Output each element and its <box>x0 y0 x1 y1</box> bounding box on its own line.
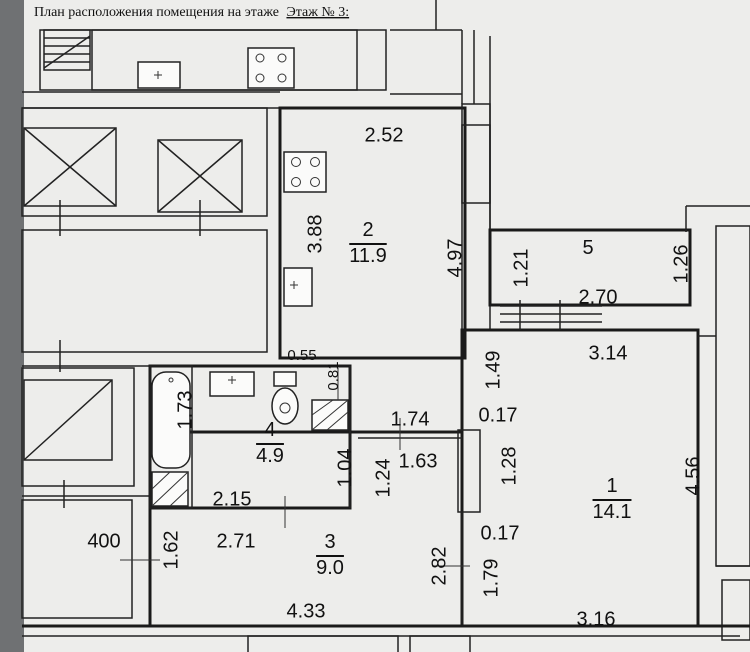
dim-400-label: 400 <box>87 530 120 552</box>
dim-4-56-label: 4.56 <box>682 457 704 496</box>
dim-2-52-label: 2.52 <box>365 124 404 146</box>
dim-0-81-label: 0.81 <box>325 361 342 390</box>
room-4-area: 4.9 <box>256 445 284 467</box>
room-3-number: 3 <box>324 531 335 553</box>
dim-1-04-label: 1.04 <box>334 449 356 488</box>
dimension-labels: 2.52 3.88 4.97 1.21 2.70 1.26 3.14 0.55 0.81 1.49… <box>87 124 704 630</box>
stove-icon <box>283 151 327 193</box>
dim-0-17-a-label: 0.17 <box>479 404 518 426</box>
dim-1-62-label: 1.62 <box>160 531 182 570</box>
dim-1-79-label: 1.79 <box>480 559 502 598</box>
dim-3-14-label: 3.14 <box>589 342 628 364</box>
kitchen-sink-icon <box>283 267 313 307</box>
dim-4-33-label: 4.33 <box>287 600 326 622</box>
vent-shaft-icon <box>23 379 113 461</box>
neighbour-structure <box>21 29 387 619</box>
dim-2-15-label: 2.15 <box>213 488 252 510</box>
dim-4-97-label: 4.97 <box>444 239 466 278</box>
room-3-area: 9.0 <box>316 557 344 579</box>
dim-1-74-label: 1.74 <box>391 408 430 430</box>
bathtub-icon <box>151 371 191 469</box>
toilet-icon <box>271 371 299 425</box>
dim-3-88-label: 3.88 <box>304 215 326 254</box>
dim-1-73-label: 1.73 <box>174 391 196 430</box>
header-prefix: План расположения помещения на этаже <box>34 5 279 20</box>
neighbour-stove-icon <box>247 47 295 89</box>
dim-1-63-label: 1.63 <box>399 450 438 472</box>
dim-2-71-label: 2.71 <box>217 530 256 552</box>
riser-icon <box>311 399 349 431</box>
balcony-window <box>500 300 602 330</box>
vent-shaft-icon <box>23 127 117 207</box>
room-5-number: 5 <box>582 237 593 259</box>
vent-shaft-icon <box>157 139 243 213</box>
dim-1-26-label: 1.26 <box>670 245 692 284</box>
dim-1-24-label: 1.24 <box>372 459 394 498</box>
dim-0-55-label: 0.55 <box>287 347 316 364</box>
paper-shadow <box>0 0 24 652</box>
dimension-ticks <box>120 368 470 567</box>
room-2-area: 11.9 <box>349 245 386 267</box>
neighbour-sink-icon <box>137 61 181 89</box>
washbasin-icon <box>209 371 255 397</box>
hatch-icon <box>151 471 189 507</box>
dim-1-49-label: 1.49 <box>482 351 504 390</box>
dim-3-16-label: 3.16 <box>577 608 616 630</box>
dim-1-21-label: 1.21 <box>510 249 532 288</box>
apartment-walls <box>22 0 750 652</box>
dim-1-28-label: 1.28 <box>498 447 520 486</box>
dim-0-17-b-label: 0.17 <box>481 522 520 544</box>
plan-header: План расположения помещения на этаже Эта… <box>34 5 349 20</box>
dim-2-82-label: 2.82 <box>428 547 450 586</box>
room-4-number: 4 <box>264 419 275 441</box>
room-2-number: 2 <box>362 219 373 241</box>
paper-sheet <box>22 0 750 652</box>
staircase-icon <box>43 29 91 71</box>
header-floor: Этаж № 3: <box>286 5 349 20</box>
dim-2-70-label: 2.70 <box>579 286 618 308</box>
room-labels: 2 11.9 5 1 14.1 4 4.9 3 9.0 <box>256 219 631 579</box>
room-1-area: 14.1 <box>593 501 632 523</box>
room-1-number: 1 <box>606 475 617 497</box>
